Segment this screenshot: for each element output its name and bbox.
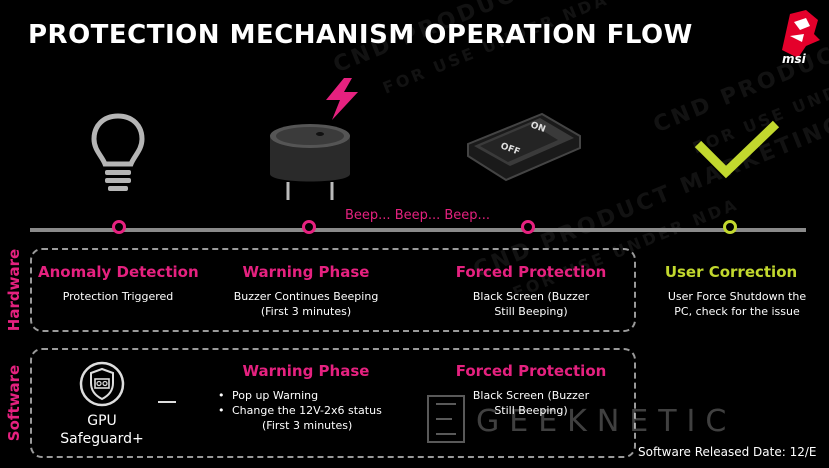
list-item: Pop up Warning	[218, 388, 382, 403]
buzzer-icon	[270, 124, 350, 200]
hw-forced-protection-desc: Black Screen (Buzzer Still Beeping)	[472, 290, 590, 318]
hardware-box	[30, 248, 636, 332]
timeline-node	[521, 220, 535, 234]
sw-forced-protection-title: Forced Protection	[455, 362, 607, 380]
lightbulb-icon	[91, 113, 145, 191]
connector-dash	[158, 401, 176, 403]
lightning-icon	[326, 78, 358, 120]
timeline-node	[302, 220, 316, 234]
anomaly-detection-title: Anomaly Detection	[38, 263, 199, 281]
sw-warning-bullets: Pop up Warning Change the 12V-2x6 status	[218, 388, 382, 418]
list-item: Change the 12V-2x6 status	[218, 403, 382, 418]
switch-on-label: ON	[529, 120, 547, 135]
timeline-node	[112, 220, 126, 234]
software-box	[30, 348, 636, 458]
hardware-label: Hardware	[5, 248, 23, 332]
bullet-text: Pop up Warning	[232, 389, 319, 402]
rocker-switch-icon: ON OFF	[467, 112, 581, 182]
hw-warning-phase-desc: Buzzer Continues Beeping (First 3 minute…	[233, 290, 379, 318]
hw-forced-protection-title: Forced Protection	[455, 263, 607, 281]
software-label: Software	[5, 364, 23, 442]
msi-dragon-icon	[782, 10, 820, 58]
geeknetic-watermark: GEEKNETIC	[476, 404, 737, 439]
timeline	[30, 228, 806, 232]
hw-warning-phase-title: Warning Phase	[242, 263, 370, 281]
sw-forced-protection-desc: Black Screen (Buzzer Still Beeping)	[472, 389, 590, 417]
user-correction-desc: User Force Shutdown the PC, check for th…	[667, 290, 807, 318]
user-correction-title: User Correction	[664, 263, 798, 281]
gpu-label-line2: Safeguard+	[60, 431, 144, 447]
anomaly-detection-desc: Protection Triggered	[62, 290, 174, 303]
brand-logo-text: msi	[782, 52, 806, 66]
geeknetic-logo-icon	[427, 395, 465, 443]
gpu-label-line1: GPU	[87, 413, 117, 429]
page-title: PROTECTION MECHANISM OPERATION FLOW	[28, 20, 693, 50]
timeline-node	[723, 220, 737, 234]
gpu-safeguard-icon	[79, 361, 125, 407]
sw-warning-sub: (First 3 minutes)	[262, 419, 353, 432]
checkmark-icon	[694, 120, 780, 179]
beep-text: Beep... Beep... Beep...	[345, 208, 490, 223]
gpu-safeguard-label: GPU Safeguard+	[58, 412, 146, 448]
software-release-date: Software Released Date: 12/E	[638, 445, 817, 459]
sw-warning-phase-title: Warning Phase	[242, 362, 370, 380]
bullet-text: Change the 12V-2x6 status	[232, 404, 382, 417]
